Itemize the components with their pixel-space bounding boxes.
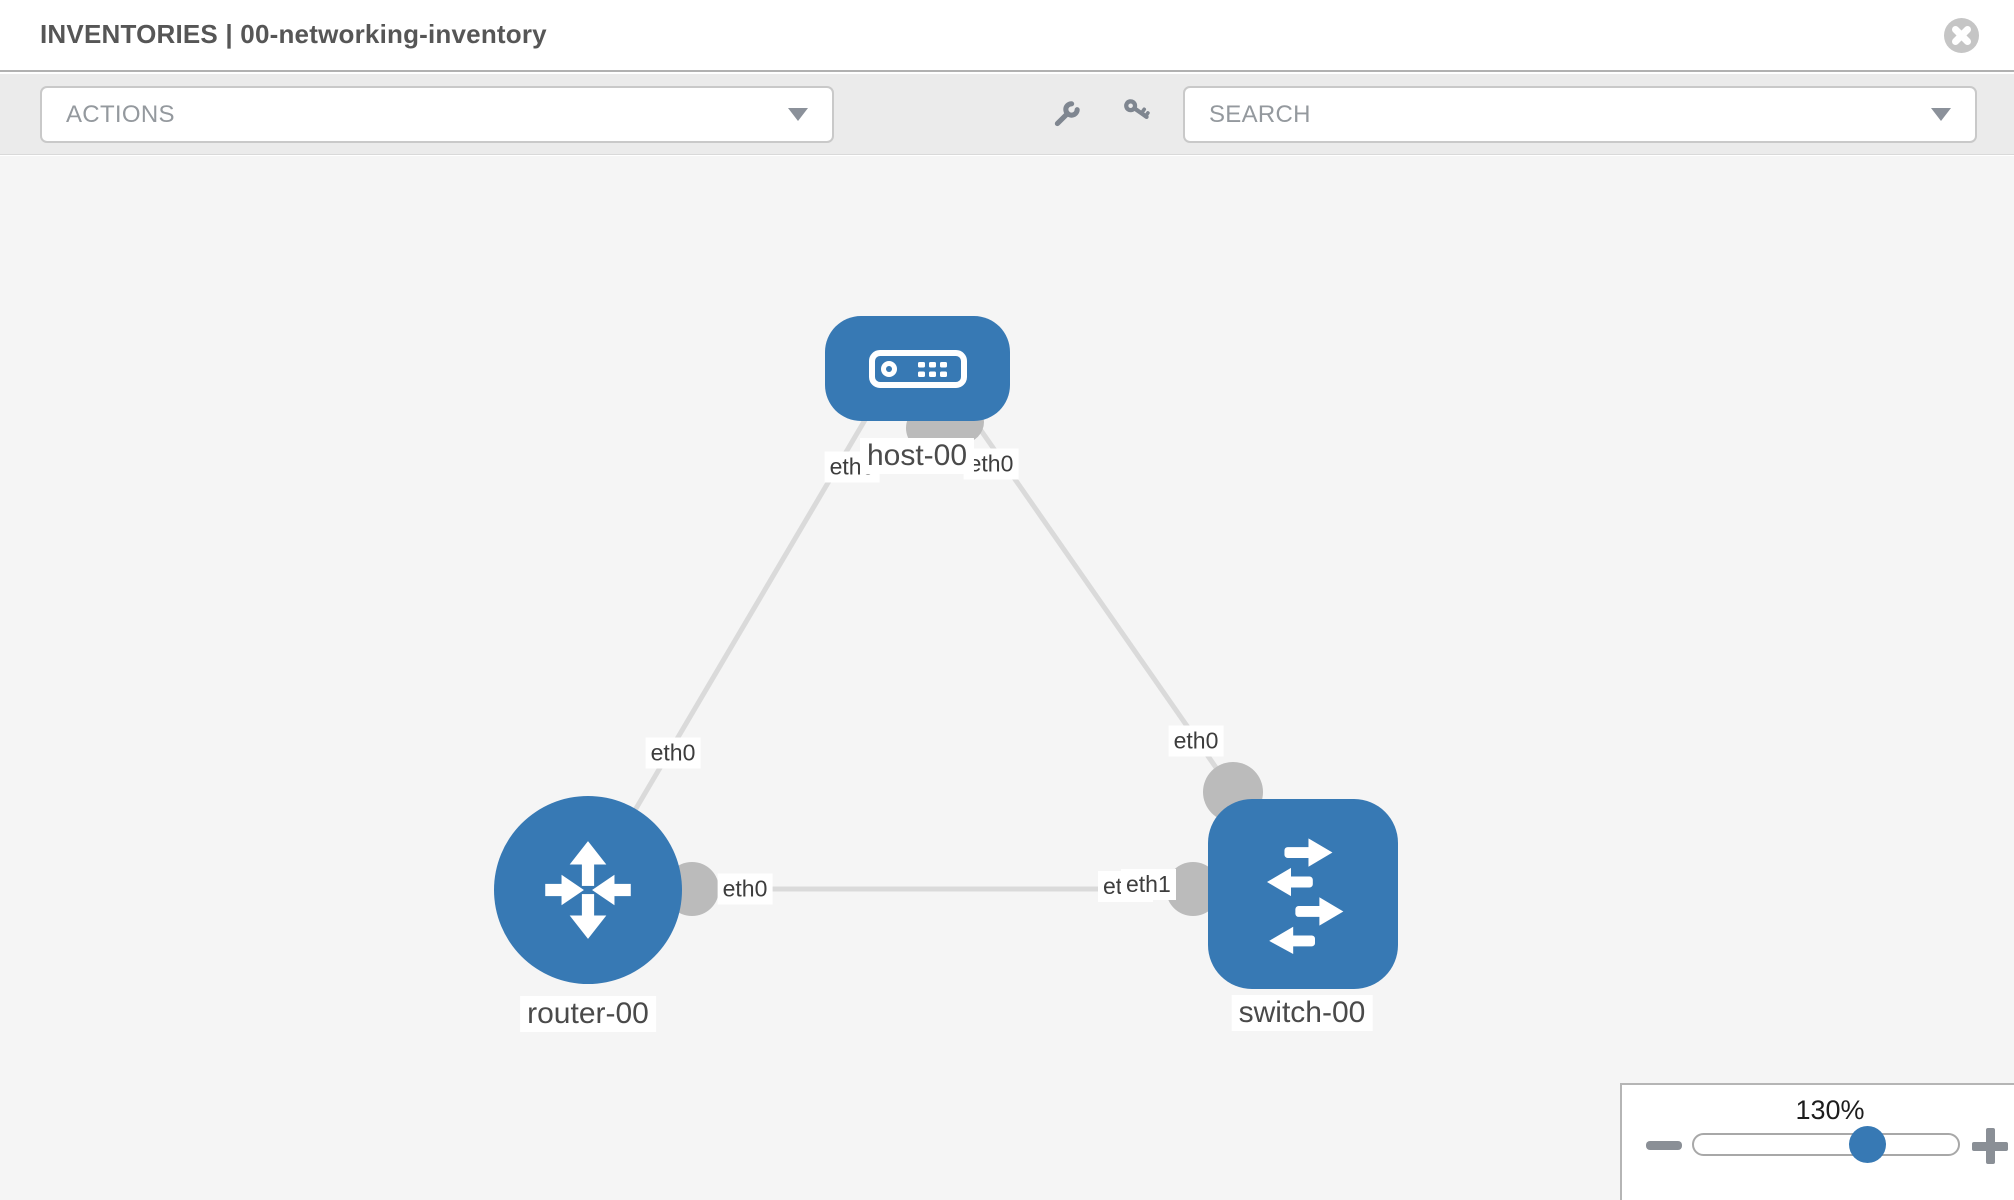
topology-wires xyxy=(585,384,1303,916)
key-icon xyxy=(1124,99,1150,119)
header: INVENTORIES | 00-networking-inventory xyxy=(0,0,2014,72)
node-host-00[interactable] xyxy=(825,316,1010,421)
close-button[interactable] xyxy=(1944,18,1979,53)
zoom-in-button[interactable] xyxy=(1972,1128,2008,1164)
router-arrows-icon xyxy=(545,841,631,939)
zoom-slider-knob[interactable] xyxy=(1849,1126,1886,1163)
node-router-00[interactable] xyxy=(494,796,682,984)
zoom-level: 130% xyxy=(1795,1095,1865,1125)
iface-label-eth0: eth0 xyxy=(1168,725,1224,757)
zoom-slider[interactable] xyxy=(1692,1126,1960,1163)
key-button[interactable] xyxy=(1117,98,1151,132)
close-icon xyxy=(1952,26,1971,45)
node-label-switch: switch-00 xyxy=(1231,995,1373,1031)
iface-label-eth1: eth1 xyxy=(1121,869,1176,900)
actions-dropdown-label: ACTIONS xyxy=(66,100,175,128)
page-title: INVENTORIES | 00-networking-inventory xyxy=(40,19,547,49)
node-label-router: router-00 xyxy=(520,996,656,1032)
server-icon xyxy=(868,349,967,388)
iface-label-eth0: eth0 xyxy=(645,737,701,769)
node-switch-00[interactable] xyxy=(1208,799,1398,989)
search-dropdown[interactable]: SEARCH xyxy=(1183,86,1977,143)
wrench-button[interactable] xyxy=(1049,98,1083,132)
wrench-icon xyxy=(1054,101,1080,127)
toolbar: ACTIONS SEARCH xyxy=(0,74,2014,155)
switch-arrows-icon xyxy=(1267,838,1344,954)
iface-label-eth0: eth0 xyxy=(717,873,773,905)
chevron-down-icon xyxy=(1931,108,1951,121)
actions-dropdown[interactable]: ACTIONS xyxy=(40,86,834,143)
iface-label-eth0: eth0 xyxy=(824,451,880,483)
chevron-down-icon xyxy=(788,108,808,121)
search-placeholder: SEARCH xyxy=(1209,100,1311,128)
interface-connector xyxy=(1166,862,1220,916)
zoom-out-button[interactable] xyxy=(1646,1141,1682,1150)
topology-canvas[interactable]: host-00 router-00 switch-00 eth0 eth0 et… xyxy=(0,156,2014,1200)
zoom-control-panel: 130% xyxy=(1620,1083,2014,1200)
node-label-host: host-00 xyxy=(859,438,975,474)
